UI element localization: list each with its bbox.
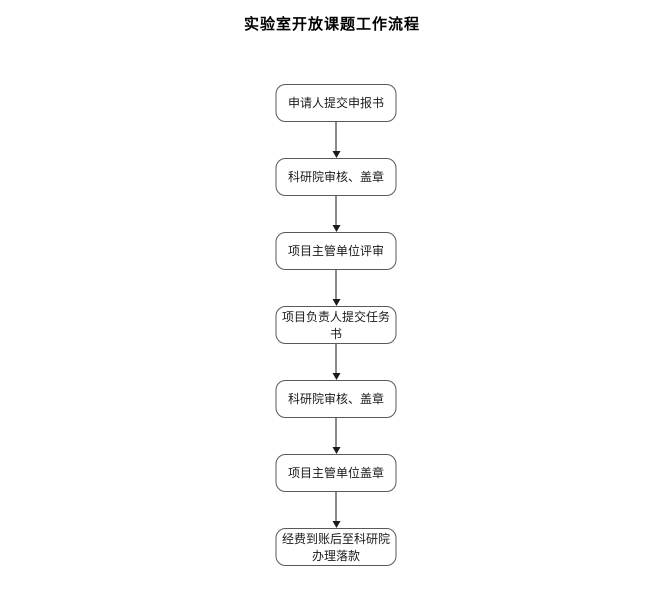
flowchart: 申请人提交申报书 科研院审核、盖章 项目主管单位评审 项目负责人提交任务书 — [275, 84, 397, 566]
flow-node-label: 科研院审核、盖章 — [287, 170, 384, 184]
flow-node-submit-task-document: 项目负责人提交任务书 — [275, 306, 397, 344]
flow-node-label: 科研院审核、盖章 — [287, 392, 384, 406]
flow-node-label: 申请人提交申报书 — [287, 96, 384, 110]
flow-node-label: 项目负责人提交任务书 — [281, 309, 390, 341]
flow-node-label: 项目主管单位评审 — [287, 244, 384, 258]
page-title: 实验室开放课题工作流程 — [243, 16, 420, 33]
flow-node-research-office-review-2: 科研院审核、盖章 — [275, 380, 397, 418]
arrow-line — [335, 344, 337, 373]
arrow-down-icon — [332, 521, 340, 528]
arrow-line — [335, 196, 337, 225]
arrow-down-icon — [332, 299, 340, 306]
flow-node-funds-settlement: 经费到账后至科研院办理落款 — [275, 528, 397, 566]
flow-node-label: 项目主管单位盖章 — [287, 466, 384, 480]
flow-node-submit-application: 申请人提交申报书 — [275, 84, 397, 122]
arrow-down-icon — [332, 225, 340, 232]
arrow-line — [335, 122, 337, 151]
flow-connector — [332, 492, 340, 528]
arrow-line — [335, 270, 337, 299]
flow-connector — [332, 344, 340, 380]
flow-node-supervising-unit-seal: 项目主管单位盖章 — [275, 454, 397, 492]
arrow-line — [335, 418, 337, 447]
flow-connector — [332, 196, 340, 232]
flow-connector — [332, 122, 340, 158]
flow-node-label: 经费到账后至科研院办理落款 — [281, 531, 390, 563]
flow-connector — [332, 270, 340, 306]
flow-connector — [332, 418, 340, 454]
arrow-line — [335, 492, 337, 521]
arrow-down-icon — [332, 151, 340, 158]
arrow-down-icon — [332, 373, 340, 380]
flow-node-research-office-review-1: 科研院审核、盖章 — [275, 158, 397, 196]
flow-node-supervising-unit-evaluation: 项目主管单位评审 — [275, 232, 397, 270]
arrow-down-icon — [332, 447, 340, 454]
